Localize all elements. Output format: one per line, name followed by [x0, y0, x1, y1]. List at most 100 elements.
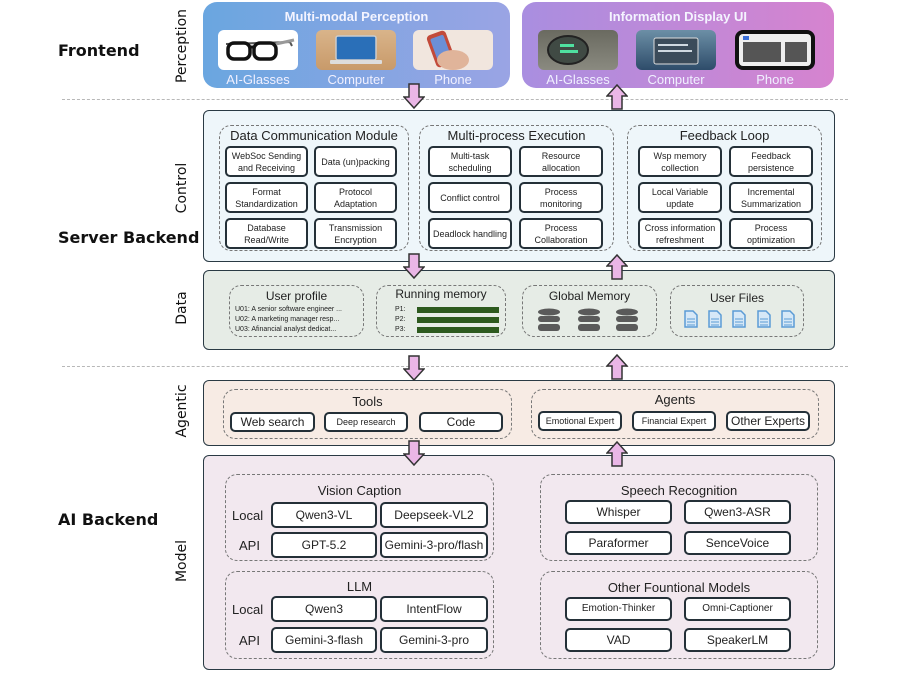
row-label-api: API — [239, 633, 260, 648]
user-files-group: User Files — [670, 285, 804, 337]
model-item: Paraformer — [565, 531, 672, 555]
glasses-icon — [225, 38, 295, 61]
process-label: P1: — [395, 306, 406, 313]
up-arrow-icon — [606, 441, 628, 467]
group-title: LLM — [346, 579, 373, 594]
up-arrow-icon — [606, 84, 628, 110]
control-item: Deadlock handling — [428, 218, 512, 249]
model-item: Qwen3-ASR — [684, 500, 791, 524]
group-title: Global Memory — [548, 289, 631, 303]
agents-group: Agents Emotional Expert Financial Expert… — [531, 389, 819, 439]
row-label-local: Local — [232, 508, 264, 523]
control-item: Format Standardization — [225, 182, 308, 213]
model-item: SenceVoice — [684, 531, 791, 555]
model-item: Gemini-3-pro/flash — [380, 532, 488, 558]
process-label: P3: — [395, 326, 406, 333]
control-item: Conflict control — [428, 182, 512, 213]
tier-label-frontend: Frontend — [58, 41, 140, 60]
control-layer: Data Communication Module WebSoc Sending… — [203, 110, 835, 262]
model-item: Deepseek-VL2 — [380, 502, 488, 528]
user-profile-group: User profile U01: A senior software engi… — [229, 285, 364, 337]
other-models-group: Other Fountional Models Emotion-Thinker … — [540, 571, 818, 659]
group-title: User profile — [265, 289, 328, 303]
group-title: Data Communication Module — [230, 128, 398, 143]
model-item: Qwen3 — [271, 596, 377, 622]
database-icon — [578, 308, 600, 331]
layer-label-perception: Perception — [174, 8, 190, 84]
down-arrow-icon — [403, 83, 425, 109]
model-item: Omni-Captioner — [684, 597, 791, 621]
group-title: Running memory — [395, 287, 487, 301]
control-item: Multi-task scheduling — [428, 146, 512, 177]
screen-ui-icon — [653, 37, 699, 65]
device-label: AI-Glasses — [546, 72, 610, 87]
up-arrow-icon — [606, 254, 628, 280]
memory-bar — [417, 307, 499, 313]
tool-deep-research: Deep research — [324, 412, 408, 432]
file-icon — [732, 310, 746, 328]
frontend-separator — [62, 99, 848, 100]
feedback-loop: Feedback Loop Wsp memory collection Feed… — [627, 125, 822, 251]
control-item: Cross information refreshment — [638, 218, 722, 249]
speech-recognition-group: Speech Recognition Whisper Qwen3-ASR Par… — [540, 474, 818, 561]
memory-bar — [417, 317, 499, 323]
model-item: IntentFlow — [380, 596, 488, 622]
glasses-display-icon — [547, 35, 589, 65]
llm-group: LLM Local Qwen3 IntentFlow API Gemini-3-… — [225, 571, 494, 659]
phone-ui-icon — [739, 34, 811, 66]
information-display-panel: Information Display UI AI-Glasses Comput… — [522, 2, 834, 88]
tools-group: Tools Web search Deep research Code — [223, 389, 512, 439]
backend-separator — [62, 366, 848, 367]
memory-bar — [417, 327, 499, 333]
tool-code: Code — [419, 412, 503, 432]
data-communication-module: Data Communication Module WebSoc Sending… — [219, 125, 409, 251]
control-item: WebSoc Sending and Receiving — [225, 146, 308, 177]
model-item: GPT-5.2 — [271, 532, 377, 558]
group-title: Feedback Loop — [679, 128, 770, 143]
layer-label-control: Control — [174, 162, 190, 214]
agent-other-experts: Other Experts — [726, 411, 810, 431]
user-profile-entry: U02: A marketing manager resp... — [235, 316, 340, 323]
tool-web-search: Web search — [230, 412, 315, 432]
group-title: Other Fountional Models — [607, 580, 751, 595]
running-memory-group: Running memory P1: P2: P3: — [376, 285, 506, 337]
control-item: Incremental Summarization — [729, 182, 813, 213]
agent-emotional-expert: Emotional Expert — [538, 411, 622, 431]
database-icon — [616, 308, 638, 331]
process-label: P2: — [395, 316, 406, 323]
model-item: Gemini-3-flash — [271, 627, 377, 653]
multi-process-execution: Multi-process Execution Multi-task sched… — [419, 125, 614, 251]
down-arrow-icon — [403, 355, 425, 381]
control-item: Protocol Adaptation — [314, 182, 397, 213]
control-item: Feedback persistence — [729, 146, 813, 177]
device-label: AI-Glasses — [226, 72, 290, 87]
vision-caption-group: Vision Caption Local Qwen3-VL Deepseek-V… — [225, 474, 494, 561]
file-icon — [684, 310, 698, 328]
file-icon — [708, 310, 722, 328]
group-title: Speech Recognition — [620, 483, 738, 498]
tier-label-ai-backend: AI Backend — [58, 510, 159, 529]
layer-label-agentic: Agentic — [174, 384, 190, 438]
control-item: Process monitoring — [519, 182, 603, 213]
multimodal-perception-panel: Multi-modal Perception AI-Glasses Comput… — [203, 2, 510, 88]
model-item: Qwen3-VL — [271, 502, 377, 528]
group-title: Tools — [352, 394, 383, 409]
layer-label-data: Data — [174, 291, 190, 325]
ai-glasses-image — [218, 30, 298, 70]
group-title: Multi-process Execution — [447, 128, 586, 143]
laptop-icon — [330, 35, 382, 64]
control-item: Process Collaboration — [519, 218, 603, 249]
global-memory-group: Global Memory — [522, 285, 657, 337]
control-item: Database Read/Write — [225, 218, 308, 249]
user-profile-entry: U01: A senior software engineer ... — [235, 306, 343, 313]
model-item: Whisper — [565, 500, 672, 524]
phone-display-image — [735, 30, 815, 70]
computer-display-image — [636, 30, 716, 70]
down-arrow-icon — [403, 440, 425, 466]
database-icon — [538, 308, 560, 331]
file-icon — [757, 310, 771, 328]
group-title: Agents — [654, 392, 696, 407]
model-item: Gemini-3-pro — [380, 627, 488, 653]
model-item: SpeakerLM — [684, 628, 791, 652]
device-label: Computer — [327, 72, 385, 87]
